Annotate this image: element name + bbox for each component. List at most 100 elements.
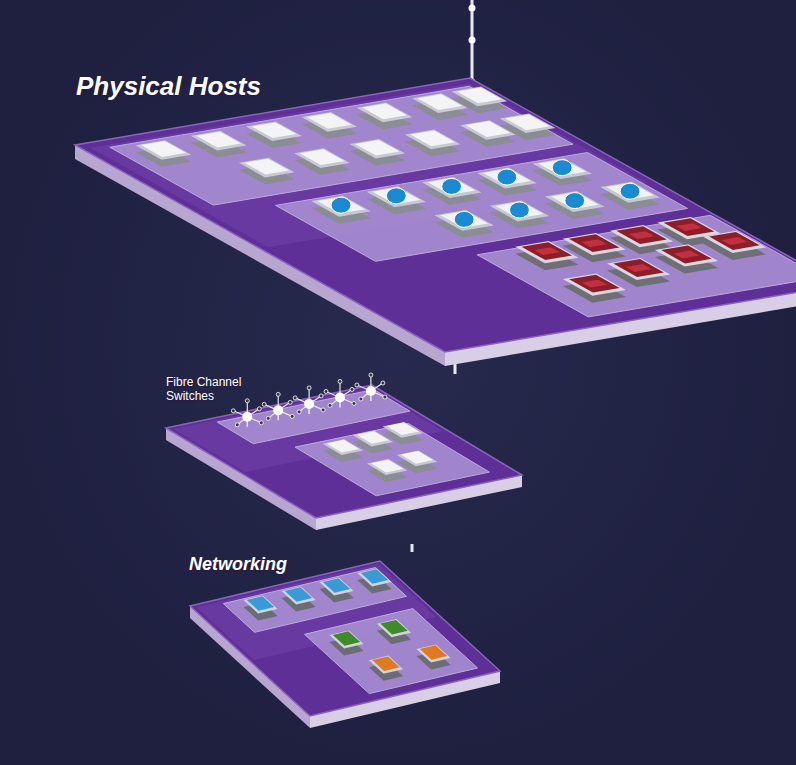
device-top — [372, 657, 399, 671]
device-top — [401, 451, 433, 464]
device-top — [362, 104, 407, 120]
rack-panel — [477, 215, 796, 317]
fc-port — [235, 423, 239, 427]
fc-port — [245, 399, 249, 403]
layer-heading: Networking — [189, 554, 287, 575]
fc-port — [307, 386, 311, 390]
device-rim — [412, 93, 468, 113]
device-top — [361, 569, 388, 584]
device-glow — [722, 237, 748, 245]
platform-layer: Physical Hosts — [68, 62, 788, 364]
platform-layer: Networking — [185, 552, 505, 748]
device-glow — [629, 231, 655, 239]
fc-port — [352, 401, 356, 405]
device-rim — [367, 186, 426, 207]
device-top — [440, 211, 488, 228]
device-rim — [136, 140, 192, 160]
device-top — [616, 226, 667, 244]
device-rim — [294, 148, 350, 168]
device-rim — [311, 196, 370, 217]
platform-top — [190, 561, 500, 716]
wire-dot — [469, 37, 476, 44]
fc-port — [288, 400, 292, 404]
rack-panel — [295, 424, 489, 496]
device-top — [333, 631, 360, 646]
vendor-logo — [552, 160, 572, 176]
device-rim — [377, 619, 411, 637]
device-rim — [600, 182, 660, 203]
device-rim — [490, 201, 550, 222]
device-rim — [563, 233, 626, 255]
device-rim — [545, 191, 605, 212]
device-rim — [239, 158, 295, 178]
device-rim — [405, 130, 461, 150]
fc-port — [293, 396, 297, 400]
device-top — [664, 218, 715, 236]
device-top — [428, 178, 476, 195]
fc-port — [257, 407, 261, 411]
layer-heading: Fibre Channel Switches — [166, 376, 262, 404]
device-top — [244, 159, 289, 175]
device-glow — [676, 223, 702, 231]
layer-connector — [454, 364, 457, 374]
fc-port — [290, 414, 294, 418]
fc-port — [297, 410, 301, 414]
device-top — [466, 121, 511, 137]
device-rim — [369, 656, 403, 674]
device-rim — [191, 131, 247, 151]
device-top — [300, 149, 345, 165]
fc-switch — [304, 399, 314, 409]
vendor-logo — [442, 178, 462, 194]
platform-shape — [160, 374, 528, 544]
vendor-logo — [497, 169, 517, 185]
platform-layer: Fibre Channel Switches — [160, 374, 528, 544]
device-rim — [319, 577, 353, 595]
device-top — [418, 94, 463, 110]
layer-heading: Physical Hosts — [76, 72, 261, 102]
rack-panel — [276, 153, 688, 262]
device-top — [483, 169, 531, 186]
fc-port — [369, 373, 373, 377]
device-glow — [534, 247, 560, 255]
vendor-logo — [620, 183, 640, 199]
device-rim — [329, 630, 363, 648]
fc-port — [231, 409, 235, 413]
device-rim — [350, 139, 406, 159]
device-top — [317, 197, 365, 214]
device-top — [613, 259, 664, 277]
device-glow — [626, 264, 652, 272]
vendor-logo — [331, 197, 351, 213]
device-top — [505, 114, 550, 130]
fc-switch — [273, 405, 283, 415]
platform-shape — [185, 552, 505, 748]
fc-port — [328, 403, 332, 407]
device-rim — [607, 258, 670, 280]
fc-port — [381, 381, 385, 385]
platform-top — [75, 78, 796, 352]
device-rim — [422, 177, 481, 198]
rack-panel — [110, 86, 573, 205]
device-rim — [500, 114, 556, 134]
device-rim — [397, 451, 437, 467]
device-top — [387, 423, 419, 436]
vendor-logo — [510, 202, 530, 218]
fc-port — [259, 421, 263, 425]
device-rim — [452, 87, 508, 107]
device-top — [323, 578, 350, 593]
fc-switch — [335, 392, 345, 402]
device-top — [247, 596, 274, 611]
device-top — [569, 234, 620, 252]
device-rim — [243, 595, 277, 613]
fc-port — [266, 416, 270, 420]
fc-port — [324, 389, 328, 393]
device-rim — [383, 422, 423, 438]
device-rim — [416, 644, 450, 662]
device-rim — [533, 158, 592, 179]
device-rim — [246, 121, 302, 141]
device-rim — [703, 231, 766, 253]
device-top — [380, 620, 407, 634]
device-top — [327, 440, 359, 453]
device-top — [551, 192, 599, 209]
device-top — [522, 242, 573, 260]
